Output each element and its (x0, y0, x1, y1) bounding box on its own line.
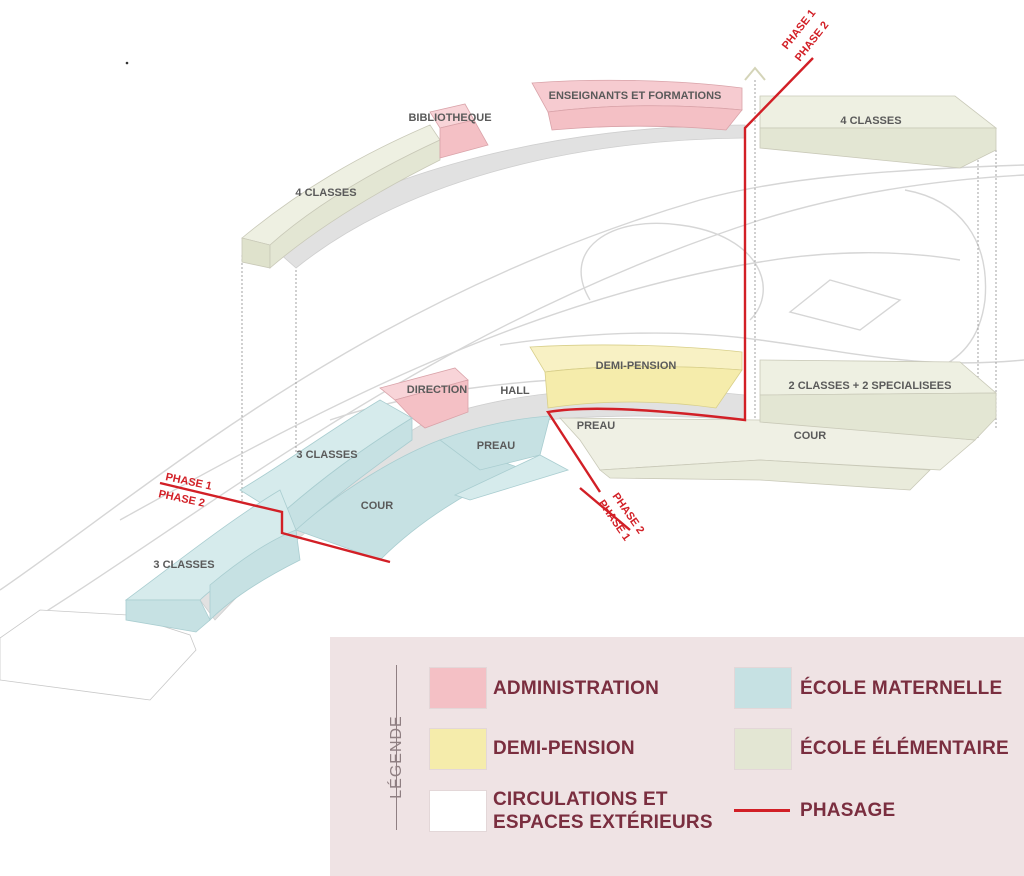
label-preau-right: PREAU (577, 420, 616, 432)
block-4-classes-left (241, 124, 441, 269)
legend-label-administration: ADMINISTRATION (493, 678, 660, 699)
label-3-classes-lower: 3 CLASSES (153, 559, 214, 571)
legend-label-phasage: PHASAGE (800, 800, 896, 821)
label-hall: HALL (500, 385, 530, 397)
label-direction: DIRECTION (407, 384, 468, 396)
legend-label-demi-pension: DEMI-PENSION (493, 738, 635, 759)
legend-label-circulations-line1: CIRCULATIONS ET (493, 789, 668, 810)
legend-label-circulations: CIRCULATIONS ET ESPACES EXTÉRIEURS (493, 788, 713, 834)
legend-swatch-maternelle (734, 667, 792, 709)
label-preau-left: PREAU (477, 440, 516, 452)
legend-label-maternelle: ÉCOLE MATERNELLE (800, 678, 1003, 699)
block-bibliotheque (429, 103, 489, 159)
legend-swatch-phasage (734, 809, 790, 812)
lower-left-exterior (0, 609, 197, 701)
legend-title: LÉGENDE (388, 715, 405, 799)
label-2-classes-specialisees: 2 CLASSES + 2 SPECIALISEES (789, 380, 952, 392)
label-bibliotheque: BIBLIOTHEQUE (408, 112, 491, 124)
phasage-line-left (159, 481, 391, 564)
label-cour-right: COUR (794, 430, 826, 442)
block-direction (379, 367, 469, 429)
legend-swatch-demi-pension (429, 728, 487, 770)
phasage-lines (159, 57, 814, 564)
arrow-up-icon (744, 66, 766, 81)
legend-swatch-elementaire (734, 728, 792, 770)
legend-panel: LÉGENDE ADMINISTRATION ÉCOLE MATERNELLE … (330, 637, 1024, 876)
legend-label-elementaire: ÉCOLE ÉLÉMENTAIRE (800, 738, 1009, 759)
road-network (0, 164, 1024, 641)
projection-lines (241, 80, 997, 520)
legend-divider (396, 665, 397, 830)
label-enseignants: ENSEIGNANTS ET FORMATIONS (549, 90, 722, 102)
label-3-classes-upper: 3 CLASSES (296, 449, 357, 461)
block-4-classes-right (759, 95, 998, 169)
block-demi-pension (529, 344, 743, 409)
label-demi-pension: DEMI-PENSION (596, 360, 677, 372)
building-labels: 4 CLASSES BIBLIOTHEQUE ENSEIGNANTS ET FO… (153, 90, 951, 571)
legend-swatch-administration (429, 667, 487, 709)
label-4-classes-left: 4 CLASSES (295, 187, 356, 199)
label-4-classes-right: 4 CLASSES (840, 115, 901, 127)
maternelle-zone (124, 399, 570, 633)
stray-dot (125, 61, 129, 65)
phasage-line-mid (579, 487, 631, 531)
legend-swatch-circulations (429, 790, 487, 832)
phasage-line-main (545, 57, 814, 493)
legend-label-circulations-line2: ESPACES EXTÉRIEURS (493, 812, 713, 833)
label-cour-left: COUR (361, 500, 393, 512)
block-2-classes-specialisees (759, 359, 998, 441)
block-enseignants (531, 79, 743, 131)
